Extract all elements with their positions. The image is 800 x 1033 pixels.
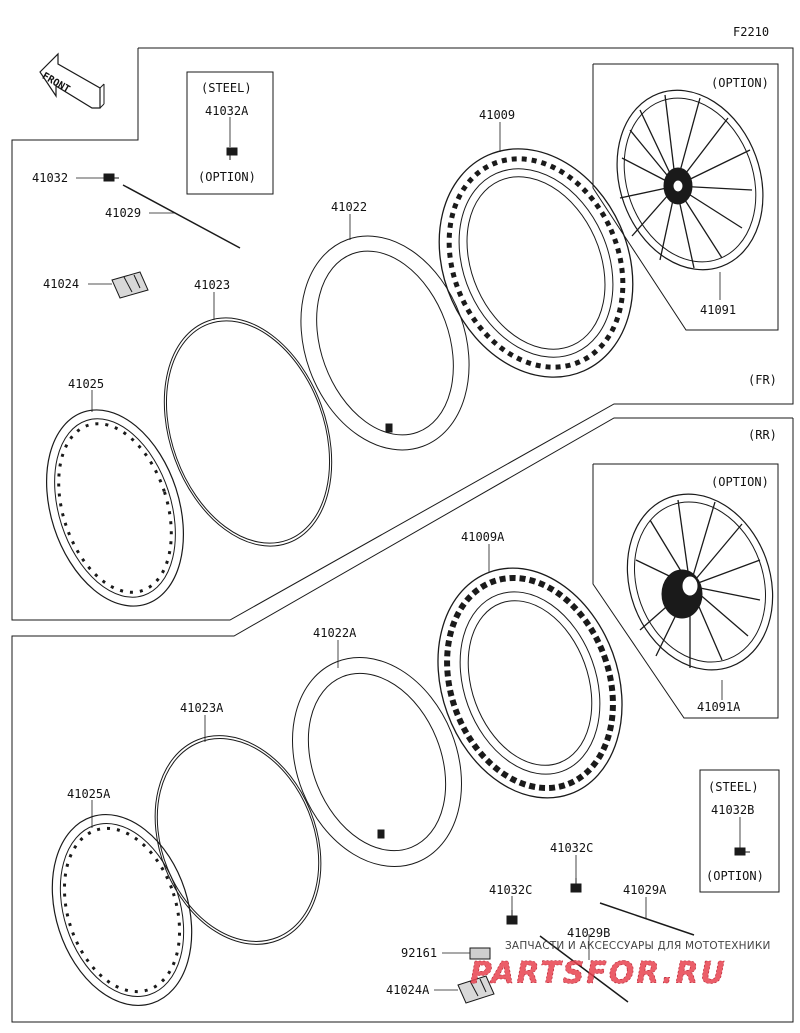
watermark-subtitle: ЗАПЧАСТИ И АКСЕССУАРЫ ДЛЯ МОТОТЕХНИКИ [505, 940, 771, 952]
part-label-41029: 41029 [105, 206, 142, 220]
part-label-41024: 41024 [43, 277, 80, 291]
part-label-41032C-upper: 41032C [550, 841, 594, 855]
steel-box-bottom-title: (STEEL) [708, 780, 759, 794]
rim-band-41023A [154, 735, 322, 945]
part-label-41009A: 41009A [461, 530, 505, 544]
valve-41032 [103, 173, 119, 182]
part-label-41023: 41023 [194, 278, 231, 292]
valve-41032C-lower [506, 910, 518, 925]
valve-41032B [734, 847, 750, 856]
steel-box-bottom [699, 769, 780, 893]
steel-box-top [186, 71, 274, 195]
pad-92161 [469, 947, 491, 960]
watermark-logo-text: PARTSFOR.RU [470, 956, 727, 990]
front-tire-41009 [438, 148, 634, 378]
part-label-41032C-lower: 41032C [489, 883, 533, 897]
part-label-41025: 41025 [68, 377, 105, 391]
part-label-41091: 41091 [700, 303, 737, 317]
part-label-41029B: 41029B [567, 926, 611, 940]
option-box-front [592, 63, 779, 331]
front-section-frame [11, 47, 794, 621]
spoke-41029A [599, 902, 695, 936]
part-label-41023A: 41023A [180, 701, 224, 715]
part-label-41029A: 41029A [623, 883, 667, 897]
watermark-logo: PARTSFOR.RU [470, 956, 727, 990]
part-label-41024A: 41024A [386, 983, 430, 997]
steel-box-bottom-part: 41032B [711, 803, 755, 817]
part-label-41032: 41032 [32, 171, 69, 185]
part-label-41025A: 41025A [67, 787, 111, 801]
section-label-rear: (RR) [748, 428, 777, 442]
tube-41022A [292, 656, 462, 868]
steel-box-top-title: (STEEL) [201, 81, 252, 95]
rim-lock-41024 [111, 271, 149, 299]
part-label-41022: 41022 [331, 200, 368, 214]
rear-section-frame [11, 417, 794, 1023]
steel-box-bottom-note: (OPTION) [706, 869, 764, 883]
part-label-41009: 41009 [479, 108, 516, 122]
part-label-41022A: 41022A [313, 626, 357, 640]
figure-code: F2210 [733, 25, 770, 39]
front-arrow-icon [39, 52, 105, 109]
rear-tire-41009A [437, 567, 623, 799]
section-label-front: (FR) [748, 373, 777, 387]
rear-wheel-41091A [626, 493, 774, 671]
rim-lock-41024A [457, 975, 495, 1004]
valve-41032C-upper [570, 878, 582, 893]
part-label-92161: 92161 [401, 946, 438, 960]
rim-41025 [45, 409, 185, 607]
front-wheel-41091 [616, 89, 764, 271]
valve-41032A [226, 147, 238, 160]
spoke-41029B [539, 935, 629, 1003]
option-box-rear [592, 463, 779, 719]
steel-box-top-part: 41032A [205, 104, 249, 118]
tube-41022 [300, 235, 470, 451]
rim-band-41023 [163, 317, 333, 547]
steel-box-top-note: (OPTION) [198, 170, 256, 184]
option-box-front-title: (OPTION) [711, 76, 769, 90]
spoke-41029 [122, 184, 241, 249]
option-box-rear-title: (OPTION) [711, 475, 769, 489]
rim-41025A [51, 813, 193, 1007]
part-label-41091A: 41091A [697, 700, 741, 714]
